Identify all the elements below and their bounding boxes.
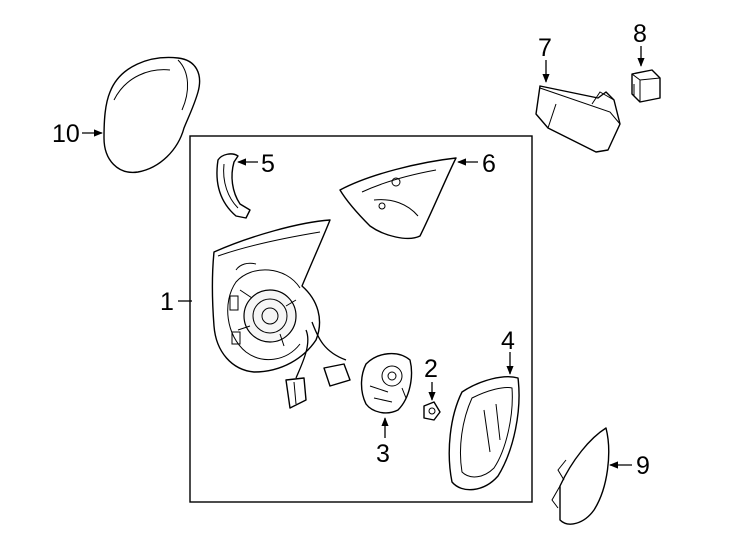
part-2-clip	[423, 401, 441, 421]
part-10-mirror-cover	[103, 56, 201, 174]
part-3-adjuster-motor	[360, 353, 413, 414]
part-6-trim-panel	[339, 157, 457, 240]
callout-8: 8	[633, 20, 647, 48]
part-1-mirror-housing	[211, 219, 351, 409]
callout-7: 7	[538, 34, 552, 62]
callout-1: 1	[160, 288, 174, 316]
part-9-blindspot-glass	[551, 427, 610, 525]
callout-2: 2	[424, 355, 438, 383]
callout-3: 3	[376, 440, 390, 468]
callout-5: 5	[261, 150, 275, 178]
callout-6: 6	[482, 150, 496, 178]
callout-10: 10	[52, 120, 80, 148]
part-7-lamp-module	[535, 85, 621, 153]
callout-9: 9	[636, 452, 650, 480]
callout-4: 4	[501, 327, 515, 355]
assembly-frame	[189, 135, 533, 503]
part-8-bulb	[631, 69, 661, 103]
part-4-mirror-glass	[448, 376, 520, 491]
part-5-signal-lens	[216, 153, 251, 219]
